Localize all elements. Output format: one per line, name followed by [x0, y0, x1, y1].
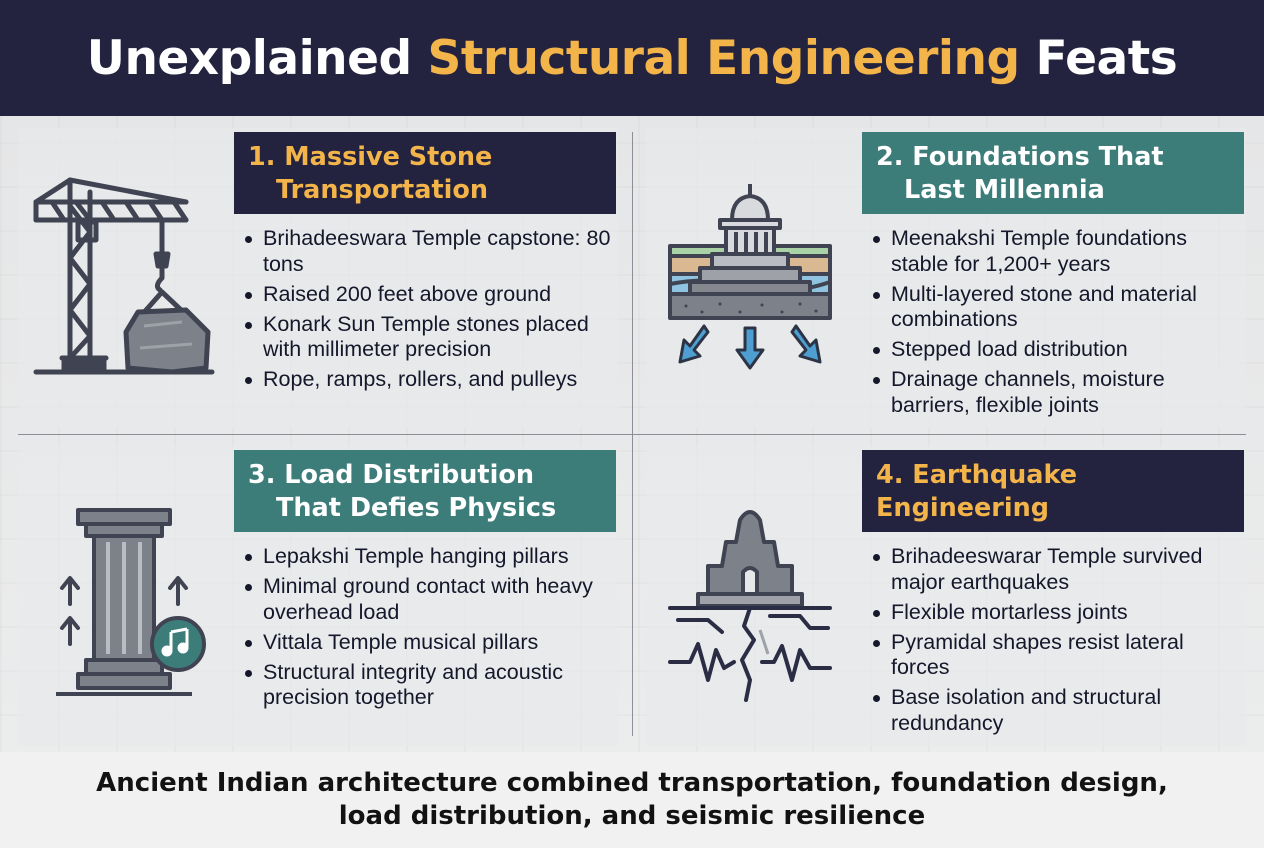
- bullet-item: Structural integrity and acoustic precis…: [242, 660, 618, 711]
- earthquake-temple-icon: [650, 454, 850, 724]
- panel-title-line2: Transportation: [276, 175, 489, 205]
- panel-title-line1: 1. Massive Stone: [248, 142, 493, 172]
- bullet-item: Meenakshi Temple foundations stable for …: [870, 226, 1246, 277]
- bullet-list: Brihadeeswarar Temple survived major ear…: [870, 544, 1246, 741]
- bullet-item: Pyramidal shapes resist lateral forces: [870, 630, 1246, 681]
- title-accent: Structural Engineering: [427, 30, 1021, 86]
- panel-title: 1. Massive Stone Transportation: [234, 132, 616, 214]
- bullet-item: Vittala Temple musical pillars: [242, 630, 618, 656]
- panel-foundations: 2. Foundations That Last Millennia Meena…: [646, 128, 1246, 428]
- panel-title-line1: 3. Load Distribution: [248, 460, 535, 490]
- panel-title: 4. Earthquake Engineering: [862, 450, 1244, 532]
- panel-title-line1: 2. Foundations That: [876, 142, 1164, 172]
- bullet-list: Brihadeeswara Temple capstone: 80 tons R…: [242, 226, 618, 397]
- bullet-item: Raised 200 feet above ground: [242, 282, 618, 308]
- bullet-item: Rope, ramps, rollers, and pulleys: [242, 367, 618, 393]
- bullet-item: Multi-layered stone and material combina…: [870, 282, 1246, 333]
- bullet-item: Flexible mortarless joints: [870, 600, 1246, 626]
- panel-title-line2: That Defies Physics: [276, 493, 557, 523]
- panel-earthquake: 4. Earthquake Engineering Brihadeeswarar…: [646, 446, 1246, 746]
- panel-title-line2: Engineering: [876, 493, 1050, 523]
- page-title: Unexplained Structural Engineering Feats: [86, 30, 1178, 86]
- title-prefix: Unexplained: [86, 30, 412, 86]
- panel-stone-transportation: 1. Massive Stone Transportation Brihadee…: [18, 128, 618, 428]
- bullet-item: Base isolation and structural redundancy: [870, 685, 1246, 736]
- bullet-item: Lepakshi Temple hanging pillars: [242, 544, 618, 570]
- summary-text: Ancient Indian architecture combined tra…: [96, 768, 1168, 831]
- panel-title-line1: 4. Earthquake: [876, 460, 1078, 490]
- bullet-item: Konark Sun Temple stones placed with mil…: [242, 312, 618, 363]
- summary-footer: Ancient Indian architecture combined tra…: [0, 752, 1264, 848]
- crane-lifting-stone-icon: [22, 136, 222, 406]
- panel-title-line2: Last Millennia: [904, 175, 1105, 205]
- temple-foundation-layers-icon: [650, 136, 850, 406]
- panel-title: 2. Foundations That Last Millennia: [862, 132, 1244, 214]
- musical-pillar-icon: [22, 454, 222, 724]
- title-suffix: Feats: [1035, 30, 1178, 86]
- panel-title: 3. Load Distribution That Defies Physics: [234, 450, 616, 532]
- bullet-item: Stepped load distribution: [870, 337, 1246, 363]
- bullet-item: Brihadeeswara Temple capstone: 80 tons: [242, 226, 618, 277]
- bullet-list: Meenakshi Temple foundations stable for …: [870, 226, 1246, 423]
- bullet-item: Minimal ground contact with heavy overhe…: [242, 574, 618, 625]
- bullet-item: Brihadeeswarar Temple survived major ear…: [870, 544, 1246, 595]
- feature-grid: 1. Massive Stone Transportation Brihadee…: [18, 128, 1246, 750]
- bullet-item: Drainage channels, moisture barriers, fl…: [870, 367, 1246, 418]
- horizontal-divider: [18, 434, 1246, 435]
- bullet-list: Lepakshi Temple hanging pillars Minimal …: [242, 544, 618, 715]
- page-header: Unexplained Structural Engineering Feats: [0, 0, 1264, 116]
- panel-load-distribution: 3. Load Distribution That Defies Physics…: [18, 446, 618, 746]
